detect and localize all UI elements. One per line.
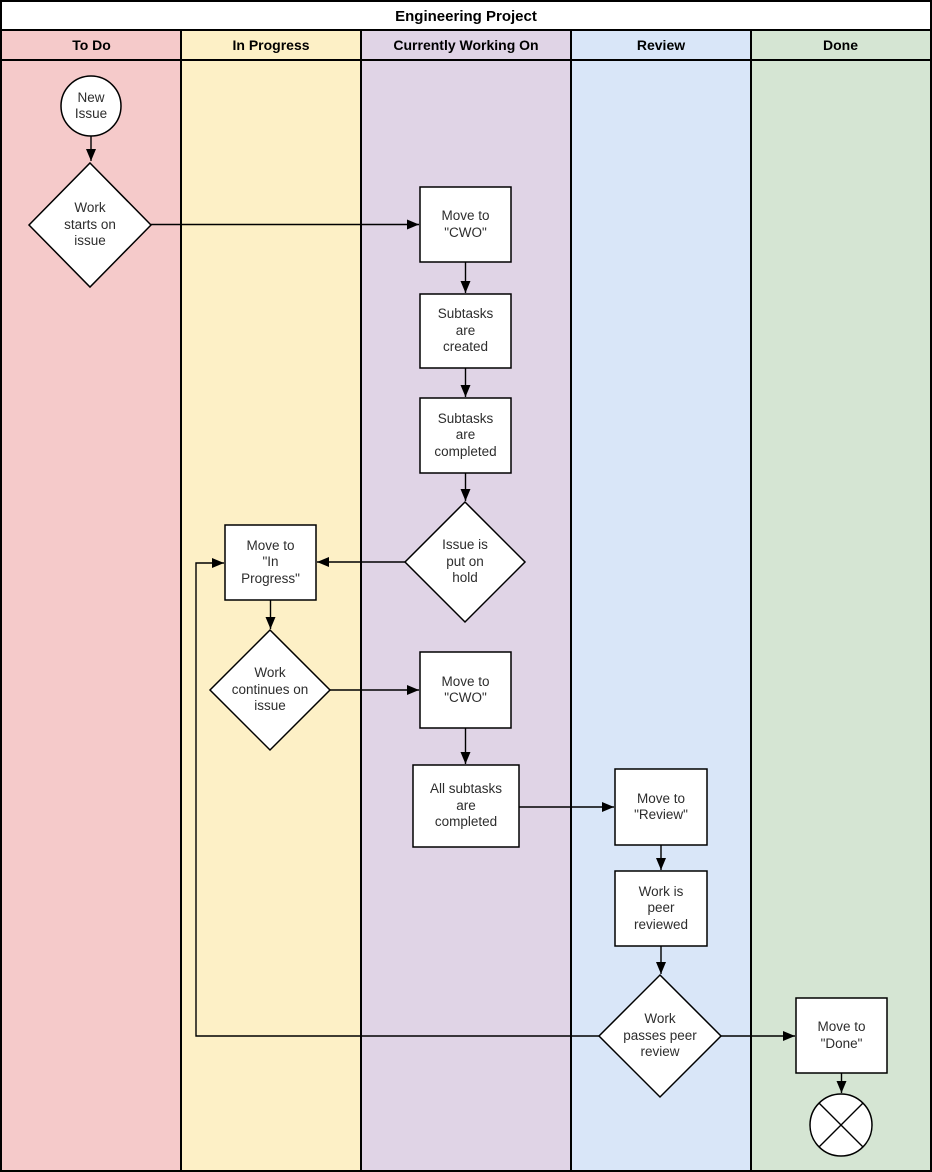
node-peer-reviewed-label: Work is peer reviewed — [633, 883, 689, 932]
lane-bg-done — [751, 30, 930, 1170]
node-new-issue-label: New Issue — [74, 89, 108, 121]
lane-header-done: Done — [823, 37, 858, 53]
node-work-passes-label: Work passes peer review — [623, 1011, 697, 1060]
pool-title: Engineering Project — [395, 7, 537, 25]
node-new-issue-shape — [60, 75, 122, 137]
node-all-subtasks-label: All subtasks are completed — [429, 781, 503, 830]
node-move-cwo-1-shape — [419, 186, 512, 263]
node-move-done-label: Move to "Done" — [817, 1019, 866, 1051]
node-move-in-progress-label: Move to "In Progress" — [241, 537, 300, 586]
node-all-subtasks-shape — [412, 764, 520, 848]
node-move-cwo-1-label: Move to "CWO" — [441, 208, 490, 240]
node-work-starts-label: Work starts on issue — [64, 200, 116, 249]
node-move-review-label: Move to "Review" — [634, 790, 688, 822]
node-subtasks-completed-label: Subtasks are completed — [434, 410, 497, 459]
end-cross-line-2 — [818, 1102, 864, 1148]
node-work-continues-label: Work continues on issue — [231, 665, 309, 714]
lane-header-review: Review — [636, 37, 686, 53]
node-subtasks-created-label: Subtasks are created — [437, 306, 494, 355]
node-subtasks-completed-shape — [419, 397, 512, 474]
lane-header-in-progress: In Progress — [232, 37, 310, 53]
node-work-passes-shape — [597, 973, 723, 1099]
node-move-in-progress-shape — [224, 524, 317, 601]
lane-header-currently-working-on: Currently Working On — [393, 37, 539, 53]
node-work-starts-shape — [27, 161, 153, 289]
node-peer-reviewed-shape — [614, 870, 708, 947]
node-issue-on-hold-label: Issue is put on hold — [442, 537, 488, 586]
node-issue-on-hold-shape — [403, 500, 527, 624]
node-subtasks-created-shape — [419, 293, 512, 369]
node-move-review-shape — [614, 768, 708, 846]
node-move-cwo-2-label: Move to "CWO" — [441, 673, 490, 705]
node-move-cwo-2-shape — [419, 651, 512, 729]
node-work-continues-shape — [208, 628, 332, 752]
node-end-shape — [809, 1093, 873, 1157]
edge-work-passes-loop-to-move-in-progress — [195, 558, 599, 1037]
lane-header-to-do: To Do — [72, 37, 111, 53]
node-move-done-shape — [795, 997, 888, 1074]
